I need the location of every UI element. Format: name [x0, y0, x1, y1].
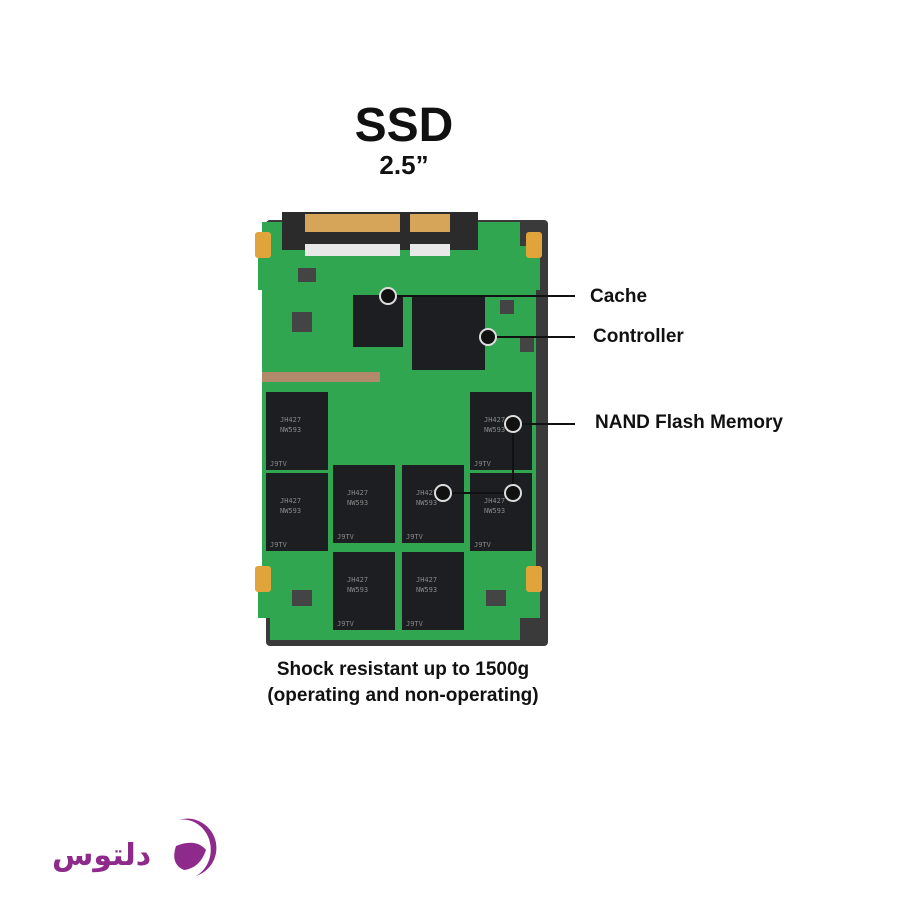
chip-marking: JH427: [280, 497, 301, 505]
label-controller: Controller: [593, 326, 684, 347]
cache-chip: [353, 295, 403, 347]
mounting-tabs: [255, 232, 542, 592]
chip-marking: J9TV: [474, 541, 492, 549]
chip-marking: JH427: [280, 416, 301, 424]
chip-marking: JH427: [347, 576, 368, 584]
nand-chip: [402, 552, 464, 630]
nand-chips: JH427NW593J9TVJH427NW593J9TVJH427NW593J9…: [266, 392, 532, 630]
chip-marking: J9TV: [406, 620, 424, 628]
callout-lines: [388, 295, 575, 494]
chip-marking: JH427: [416, 489, 437, 497]
chip-marking: JH427: [347, 489, 368, 497]
chip-marking: NW593: [484, 507, 505, 515]
chip-marking: NW593: [347, 586, 368, 594]
resistor-strip: [262, 372, 380, 382]
chip-marking: J9TV: [406, 533, 424, 541]
chip-marking: NW593: [347, 499, 368, 507]
chip-marking: NW593: [416, 499, 437, 507]
label-cache: Cache: [590, 286, 648, 307]
nand-chip: [333, 465, 395, 543]
chip-marking: JH427: [484, 497, 505, 505]
chip-marking: NW593: [484, 426, 505, 434]
nand-chip: [333, 552, 395, 630]
sata-connector: [282, 212, 478, 256]
nand-chip: [402, 465, 464, 543]
subtitle: 2.5”: [379, 150, 429, 180]
chip-marking: J9TV: [474, 460, 492, 468]
caption-line2: (operating and non-operating): [267, 685, 539, 706]
controller-chip: [412, 295, 485, 370]
chip-marking: J9TV: [337, 533, 355, 541]
nand-chip: [266, 473, 328, 551]
chip-marking: J9TV: [270, 460, 288, 468]
nand-chip: [266, 392, 328, 470]
label-nand: NAND Flash Memory: [595, 412, 783, 433]
chip-marking: NW593: [416, 586, 437, 594]
title: SSD: [354, 99, 454, 152]
callout-dots: [379, 287, 522, 502]
nand-chip: [470, 473, 532, 551]
logo-icon: [174, 818, 217, 876]
chip-marking: JH427: [416, 576, 437, 584]
caption-line1: Shock resistant up to 1500g: [276, 659, 530, 680]
chip-marking: J9TV: [270, 541, 288, 549]
logo-text: دلتوس: [52, 838, 152, 873]
chip-marking: JH427: [484, 416, 505, 424]
chip-marking: J9TV: [337, 620, 355, 628]
nand-chip: [470, 392, 532, 470]
chip-marking: NW593: [280, 507, 301, 515]
chip-marking: NW593: [280, 426, 301, 434]
small-ics: [292, 268, 534, 606]
